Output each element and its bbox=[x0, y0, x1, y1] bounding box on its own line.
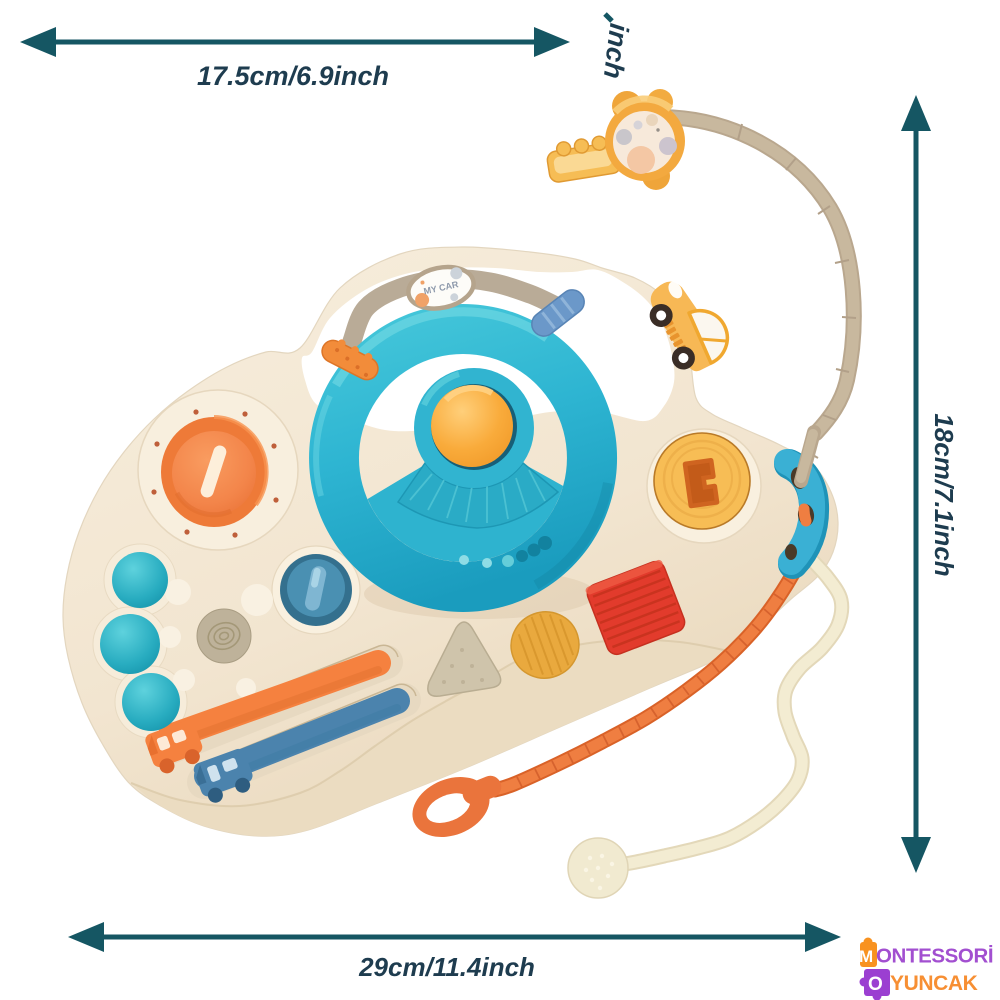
svg-text:YUNCAK: YUNCAK bbox=[890, 972, 978, 995]
svg-text:ONTESSORİ: ONTESSORİ bbox=[876, 945, 993, 968]
svg-text:18cm/7.1inch: 18cm/7.1inch bbox=[929, 413, 959, 576]
svg-text:29cm/11.4inch: 29cm/11.4inch bbox=[358, 952, 535, 982]
svg-text:17.5cm/6.9inch: 17.5cm/6.9inch bbox=[197, 61, 389, 91]
svg-text:inch: inch bbox=[598, 22, 635, 81]
svg-text:M: M bbox=[859, 947, 873, 966]
svg-text:O: O bbox=[868, 974, 883, 995]
